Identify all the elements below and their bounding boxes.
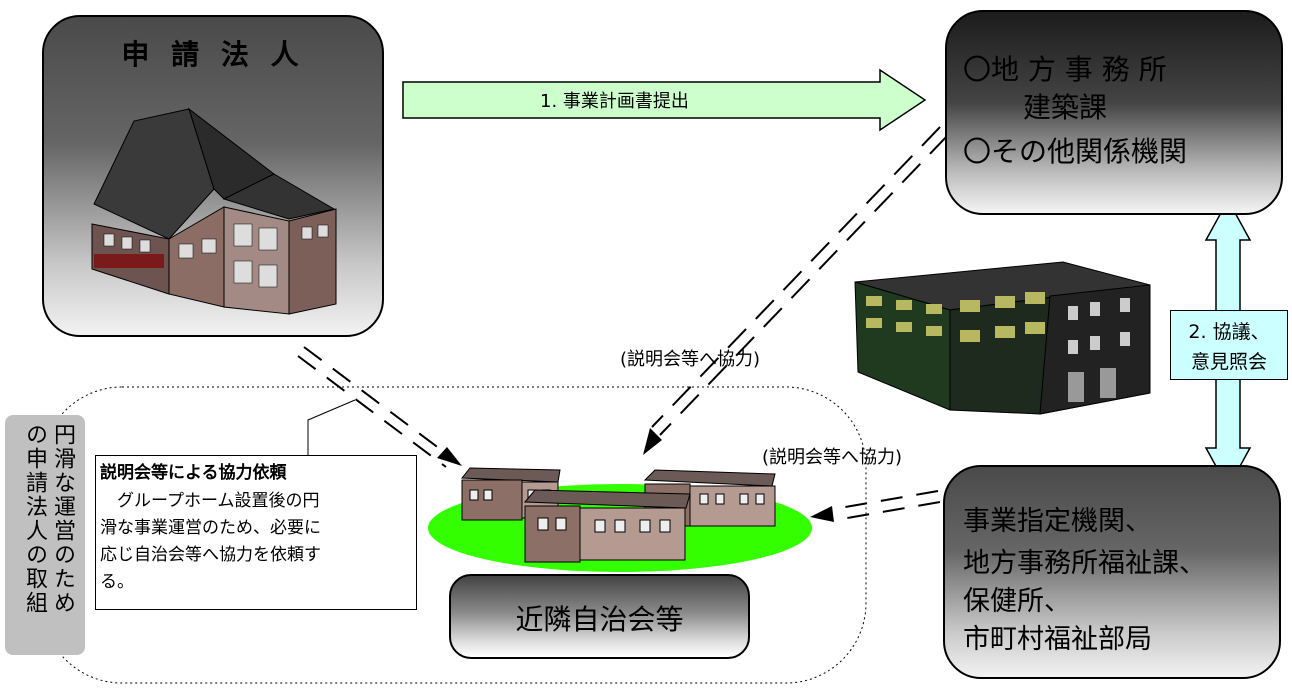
arrowhead-office: [643, 428, 662, 455]
office-box: 〇地 方 事 務 所 建築課 〇その他関係機関: [945, 10, 1283, 215]
neighborhood-region: [41, 386, 867, 684]
side-label-col1: 円滑な運営のため: [50, 423, 75, 615]
welfare-line3: 保健所、: [963, 586, 1071, 617]
arrowhead-welfare: [810, 506, 834, 522]
welfare-line2: 地方事務所福祉課、: [963, 548, 1206, 579]
callout-line4: る。: [100, 572, 134, 592]
office-line2: 建築課: [1023, 91, 1108, 124]
consult-label-box: 2. 協議、 意見照会: [1170, 310, 1288, 380]
house-icon: [91, 107, 337, 315]
houses-icon: [460, 467, 776, 563]
welfare-neighborhood-line: [833, 490, 941, 521]
office-line3: 〇その他関係機関: [963, 135, 1188, 168]
side-label-col2: の申請法人の取組: [22, 423, 47, 615]
applicant-box: 申 請 法 人: [42, 15, 384, 337]
arrowhead-applicant: [437, 447, 462, 466]
welfare-box: 事業指定機関、 地方事務所福祉課、 保健所、 市町村福祉部局: [943, 465, 1281, 679]
callout-line1: グループホーム設置後の円: [100, 491, 320, 511]
neighborhood-label: 近隣自治会等: [515, 603, 684, 636]
consult-label-line2: 意見照会: [1190, 351, 1267, 373]
callout-line3: 応じ自治会等へ協力を依頼す: [100, 545, 321, 565]
welfare-line4: 市町村福祉部局: [963, 624, 1152, 655]
coop-label-welfare: (説明会等へ協力): [762, 447, 903, 468]
office-line1: 〇地 方 事 務 所: [963, 53, 1167, 86]
office-building-icon: [854, 261, 1151, 415]
callout-leader: [307, 399, 356, 455]
submit-arrow: [402, 68, 927, 132]
side-label: 円滑な運営のため の申請法人の取組: [5, 415, 85, 655]
callout-title: 説明会等による協力依頼: [100, 463, 287, 483]
submit-label: 1. 事業計画書提出: [540, 91, 689, 112]
neighborhood-box: 近隣自治会等: [449, 574, 750, 659]
coop-label-office: (説明会等へ協力): [620, 349, 761, 370]
welfare-line1: 事業指定機関、: [963, 506, 1152, 537]
consult-label-line1: 2. 協議、: [1188, 321, 1270, 343]
callout-box: 説明会等による協力依頼 グループホーム設置後の円 滑な事業運営のため、必要に 応…: [95, 455, 417, 610]
office-neighborhood-line: [651, 126, 949, 436]
applicant-title: 申 請 法 人: [121, 38, 305, 71]
callout-line2: 滑な事業運営のため、必要に: [100, 518, 321, 538]
applicant-neighborhood-line: [297, 346, 453, 468]
